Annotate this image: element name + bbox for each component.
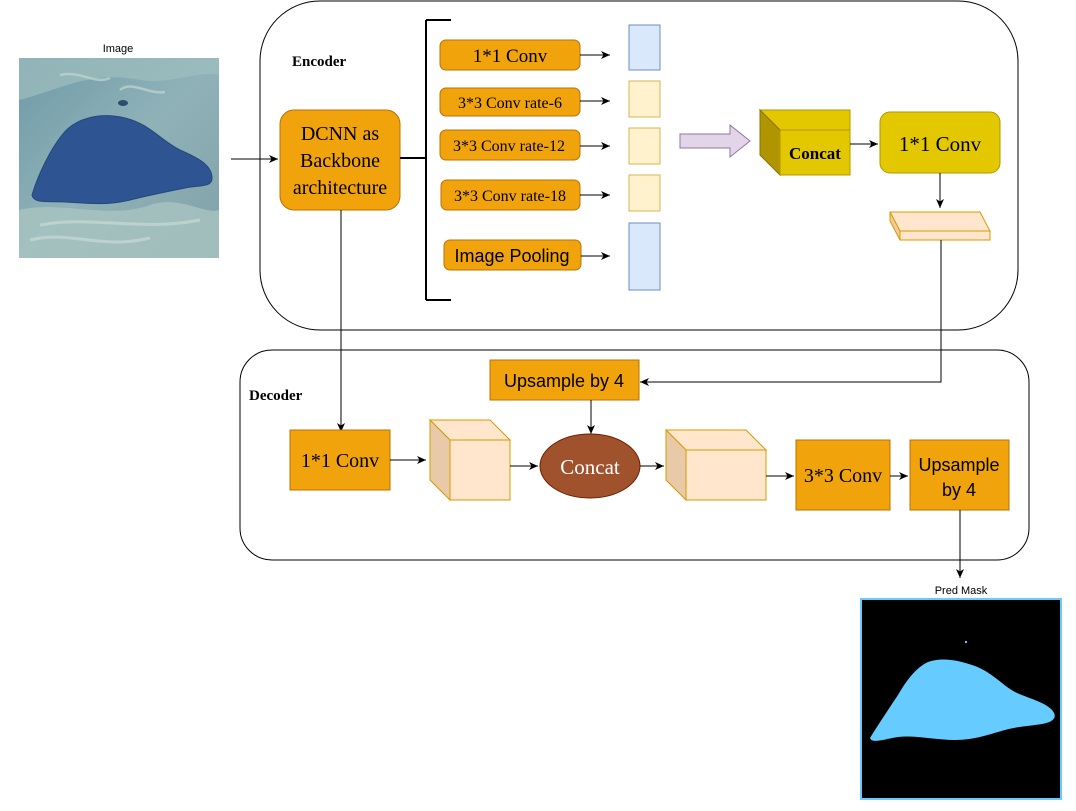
output-image-group: Pred Mask	[860, 585, 1062, 800]
branch-2-label: 3*3 Conv rate-6	[458, 95, 562, 112]
decoder-conv3-label: 3*3 Conv	[804, 465, 882, 487]
aspp-branch-2: 3*3 Conv rate-6	[439, 80, 661, 118]
backbone-box: DCNN as Backbone architecture	[279, 109, 401, 211]
decoder-concat-label: Concat	[560, 455, 620, 479]
branch-3-feature-map	[628, 127, 661, 165]
encoder-conv-box: 1*1 Conv	[879, 111, 1001, 174]
branch-1-feature-map	[628, 24, 661, 71]
input-satellite-image	[19, 58, 219, 258]
decoder-container: Decoder	[239, 349, 1030, 561]
backbone-label-line-1: DCNN as	[301, 123, 380, 145]
branch-5-label: Image Pooling	[454, 246, 569, 266]
encoder-title: Encoder	[292, 54, 347, 70]
branch-3-label: 3*3 Conv rate-12	[453, 138, 565, 155]
upsample-right-label-line-1: Upsample	[918, 455, 999, 475]
branch-1-label: 1*1 Conv	[473, 46, 548, 67]
decoder-conv1-label: 1*1 Conv	[301, 450, 379, 472]
encoder-output-feature	[889, 211, 991, 241]
output-image-label: Pred Mask	[935, 585, 988, 597]
upsample-right-label-line-2: by 4	[942, 480, 976, 500]
decoder-feature-cube-1	[428, 418, 512, 502]
decoder-conv3-box: 3*3 Conv	[795, 439, 891, 511]
aspp-branch-3: 3*3 Conv rate-12	[439, 127, 661, 165]
input-image-label: Image	[103, 43, 134, 55]
backbone-label-line-3: architecture	[293, 177, 387, 199]
upsample-top-label: Upsample by 4	[504, 371, 624, 391]
backbone-label-line-2: Backbone	[300, 150, 380, 172]
decoder-feature-cube-2	[664, 428, 768, 502]
decoder-concat-ellipse: Concat	[539, 433, 641, 499]
aspp-branch-4: 3*3 Conv rate-18	[440, 174, 661, 212]
arrow-encoder-to-upsample	[640, 240, 942, 386]
pred-mask-image	[860, 598, 1062, 800]
aspp-branch-5: Image Pooling	[443, 222, 661, 291]
decoder-upsample-right-box: Upsample by 4	[909, 439, 1010, 511]
branch-5-feature-map	[628, 222, 661, 291]
decoder-conv1-box: 1*1 Conv	[289, 429, 391, 491]
branch-4-feature-map	[628, 174, 661, 212]
aspp-branch-1: 1*1 Conv	[439, 24, 661, 71]
aspp-bracket	[400, 19, 451, 301]
fusion-arrow	[679, 123, 751, 159]
encoder-conv-label: 1*1 Conv	[899, 132, 982, 156]
decoder-title: Decoder	[249, 388, 303, 404]
encoder-concat-cube: Concat	[758, 108, 851, 177]
decoder-upsample-top-box: Upsample by 4	[489, 359, 640, 401]
branch-2-feature-map	[628, 80, 661, 118]
encoder-concat-label: Concat	[789, 144, 841, 163]
encoder-container: Encoder	[259, 0, 1019, 331]
input-image-group: Image	[19, 43, 219, 258]
branch-4-label: 3*3 Conv rate-18	[454, 188, 566, 205]
